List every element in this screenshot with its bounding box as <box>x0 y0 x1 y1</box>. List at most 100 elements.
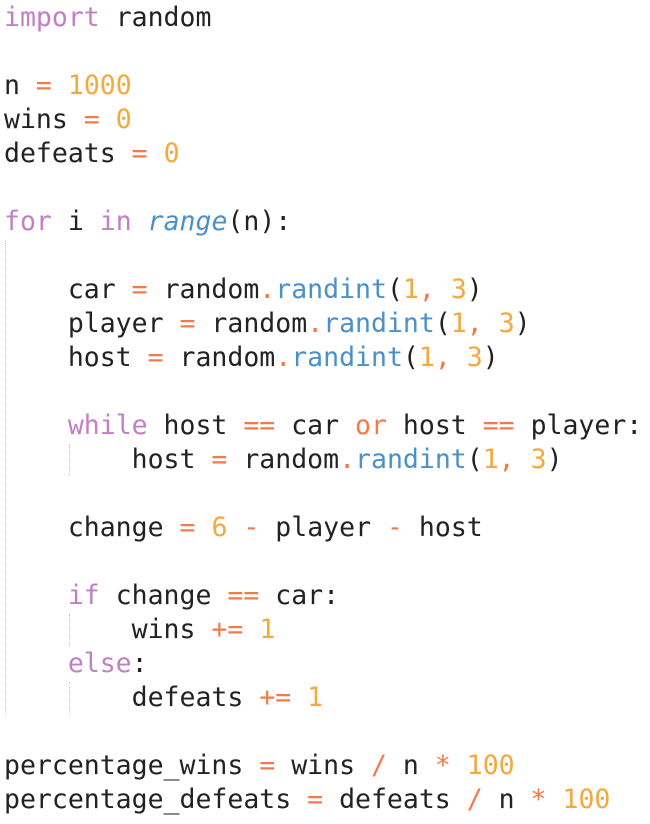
text-token: wins <box>4 104 84 135</box>
operator-token: . <box>307 308 324 339</box>
code-line[interactable]: if change == car: <box>4 579 642 613</box>
code-line[interactable]: n = 1000 <box>4 69 642 103</box>
text-token <box>100 104 116 135</box>
code-line[interactable]: while host == car or host == player: <box>4 409 642 443</box>
operator-token: , <box>418 274 435 305</box>
text-token: host <box>147 410 244 441</box>
operator-token: or <box>355 410 387 441</box>
text-token: random <box>99 2 212 33</box>
text-token <box>483 308 499 339</box>
text-token: host <box>402 512 483 543</box>
operator-token: += <box>211 614 244 645</box>
text-token: random <box>147 274 260 305</box>
operator-token: += <box>259 682 292 713</box>
code-line[interactable]: wins += 1 <box>4 613 642 647</box>
operator-token: = <box>179 308 196 339</box>
text-token: ) <box>482 342 499 373</box>
number-token: 3 <box>530 444 547 475</box>
text-token: wins <box>275 750 371 781</box>
code-line[interactable]: import random <box>4 1 642 35</box>
text-token: random <box>195 308 308 339</box>
text-token: host <box>4 342 148 373</box>
code-line[interactable]: percentage_defeats = defeats / n * 100 <box>4 783 642 817</box>
operator-token: , <box>434 342 451 373</box>
number-token: 0 <box>163 138 180 169</box>
code-line[interactable] <box>4 35 642 69</box>
code-line[interactable]: host = random.randint(1, 3) <box>4 443 642 477</box>
operator-token: = <box>83 104 100 135</box>
text-token: car <box>275 410 356 441</box>
code-line[interactable] <box>4 239 642 273</box>
text-token: defeats <box>4 138 132 169</box>
code-line[interactable]: wins = 0 <box>4 103 642 137</box>
text-token <box>547 784 563 815</box>
operator-token: = <box>147 342 164 373</box>
text-token <box>132 206 148 237</box>
code-line[interactable] <box>4 715 642 749</box>
text-token <box>451 750 467 781</box>
text-token: change <box>4 512 180 543</box>
code-line[interactable]: host = random.randint(1, 3) <box>4 341 642 375</box>
text-token: : <box>131 648 148 679</box>
text-token: change <box>99 580 228 611</box>
text-token <box>148 138 164 169</box>
operator-token: , <box>498 444 515 475</box>
indent-guide-else <box>69 682 70 714</box>
text-token: host <box>386 410 483 441</box>
function-token: randint <box>275 274 387 305</box>
text-token <box>195 512 211 543</box>
code-line[interactable] <box>4 545 642 579</box>
code-line[interactable]: change = 6 - player - host <box>4 511 642 545</box>
keyword-token: for <box>4 206 52 237</box>
text-token: player <box>259 512 387 543</box>
indent-guide-for <box>5 240 6 714</box>
text-token: ( <box>402 342 419 373</box>
code-line[interactable]: else: <box>4 647 642 681</box>
text-token: ( <box>466 444 483 475</box>
text-token: ) <box>514 308 531 339</box>
number-token: 1 <box>450 308 467 339</box>
builtin-token: range <box>147 206 228 237</box>
code-line[interactable]: percentage_wins = wins / n * 100 <box>4 749 642 783</box>
code-line[interactable]: defeats += 1 <box>4 681 642 715</box>
text-token: defeats <box>4 682 260 713</box>
code-line[interactable] <box>4 477 642 511</box>
text-token: ( <box>386 274 403 305</box>
number-token: 1 <box>307 682 324 713</box>
operator-token: == <box>482 410 515 441</box>
text-token: player: <box>514 410 643 441</box>
number-token: 3 <box>466 342 483 373</box>
text-token: percentage_wins <box>4 750 260 781</box>
operator-token: = <box>211 444 228 475</box>
text-token: random <box>163 342 276 373</box>
code-line[interactable] <box>4 375 642 409</box>
text-token: ( <box>434 308 451 339</box>
operator-token: = <box>259 750 276 781</box>
code-line[interactable]: defeats = 0 <box>4 137 642 171</box>
text-token: random <box>227 444 340 475</box>
keyword-token: while <box>4 410 148 441</box>
code-line[interactable]: player = random.randint(1, 3) <box>4 307 642 341</box>
operator-token: . <box>339 444 356 475</box>
operator-token: = <box>131 274 148 305</box>
code-line[interactable]: for i in range(n): <box>4 205 642 239</box>
text-token: i <box>51 206 100 237</box>
operator-token: - <box>386 512 403 543</box>
operator-token: = <box>307 784 324 815</box>
function-token: randint <box>291 342 403 373</box>
number-token: 100 <box>466 750 515 781</box>
operator-token: = <box>131 138 148 169</box>
text-token <box>451 342 467 373</box>
function-token: randint <box>355 444 467 475</box>
number-token: 6 <box>211 512 228 543</box>
text-token <box>291 682 307 713</box>
operator-token: * <box>434 750 451 781</box>
number-token: 1 <box>259 614 276 645</box>
code-line[interactable] <box>4 171 642 205</box>
code-line[interactable]: car = random.randint(1, 3) <box>4 273 642 307</box>
text-token <box>52 70 68 101</box>
text-token: n <box>482 784 531 815</box>
text-token: car <box>4 274 132 305</box>
